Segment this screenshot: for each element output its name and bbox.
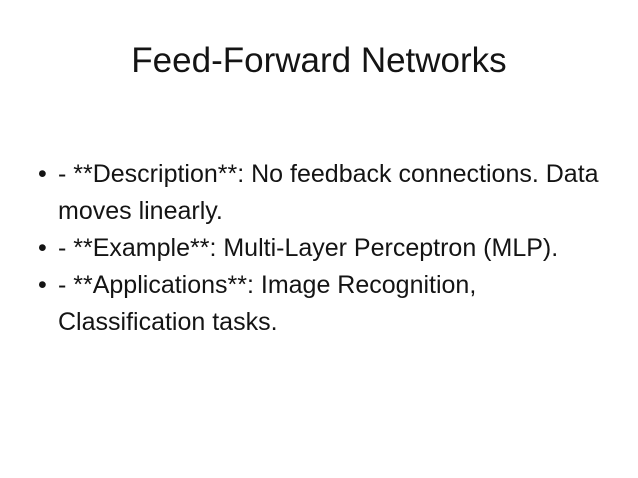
bullet-item-description: - **Description**: No feedback connectio… bbox=[38, 156, 614, 230]
bullet-item-applications: - **Applications**: Image Recognition, C… bbox=[38, 267, 614, 341]
slide-title: Feed-Forward Networks bbox=[131, 41, 507, 80]
bullet-item-example: - **Example**: Multi-Layer Perceptron (M… bbox=[38, 230, 614, 267]
bullet-list: - **Description**: No feedback connectio… bbox=[38, 156, 614, 341]
